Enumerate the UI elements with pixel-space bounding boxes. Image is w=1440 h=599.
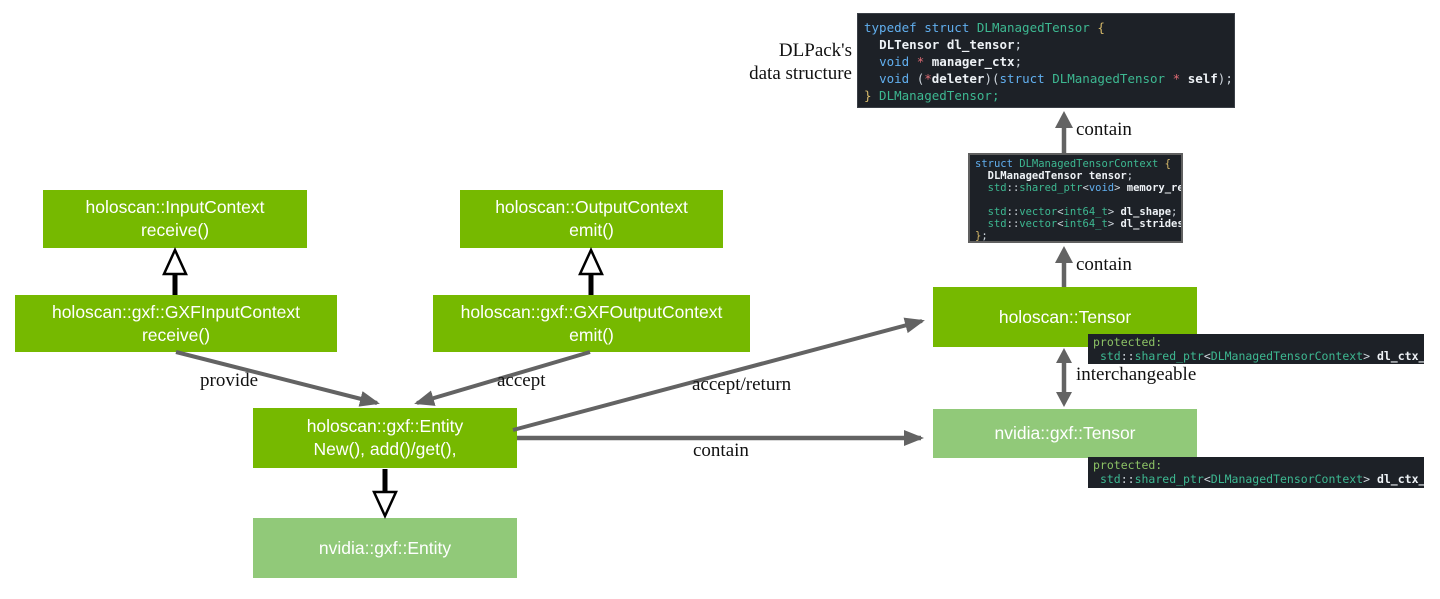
label-contain-top: contain: [1076, 119, 1132, 140]
box-gxf-input-context: holoscan::gxf::GXFInputContext receive(): [15, 295, 337, 352]
box-subtitle: receive(): [141, 324, 211, 345]
label-contain-mid: contain: [1076, 254, 1132, 275]
label-accept-return: accept/return: [692, 374, 792, 395]
box-title: holoscan::Tensor: [998, 306, 1132, 327]
arrow-interchangeable: [1056, 348, 1072, 407]
box-title: holoscan::gxf::Entity: [306, 416, 464, 436]
box-subtitle: receive(): [140, 220, 210, 240]
dlpack-caption-line2: data structure: [749, 63, 852, 84]
label-provide: provide: [200, 370, 259, 391]
arrow-accept: [414, 350, 591, 406]
code-dlmanagedtensorcontext: struct DLManagedTensorContext { DLManage…: [968, 153, 1183, 243]
box-title: nvidia::gxf::Tensor: [994, 423, 1136, 443]
box-title: holoscan::InputContext: [85, 197, 265, 217]
box-nvidia-tensor: nvidia::gxf::Tensor: [933, 409, 1197, 458]
code-nvidia-tensor-protected: protected: std::shared_ptr<DLManagedTens…: [1088, 457, 1424, 488]
label-interchangeable: interchangeable: [1076, 364, 1197, 385]
arrow-accept-return: [512, 317, 925, 432]
box-title: holoscan::gxf::GXFOutputContext: [460, 301, 723, 322]
arrow-entity-to-nvidia-entity: [372, 469, 398, 520]
arrow-contain-context-to-dlpack: [1055, 111, 1073, 153]
label-accept: accept: [497, 370, 546, 391]
box-subtitle: emit(): [569, 324, 614, 345]
box-title: holoscan::gxf::GXFInputContext: [51, 301, 301, 322]
arrow-contain-tensor-to-context: [1055, 246, 1073, 287]
box-gxf-entity: holoscan::gxf::Entity New(), add()/get()…: [253, 408, 517, 468]
box-nvidia-entity: nvidia::gxf::Entity: [253, 518, 517, 578]
box-output-context: holoscan::OutputContext emit(): [460, 190, 723, 248]
box-input-context: holoscan::InputContext receive(): [43, 190, 307, 248]
box-title: nvidia::gxf::Entity: [318, 537, 452, 558]
code-dlpack-struct: typedef struct DLManagedTensor { DLTenso…: [857, 13, 1235, 108]
arrow-inherit-gxfinput-to-input: [162, 246, 188, 295]
code-holoscan-tensor-protected: protected: std::shared_ptr<DLManagedTens…: [1088, 334, 1424, 364]
label-contain-entity: contain: [693, 440, 749, 461]
dlpack-caption-line1: DLPack's: [778, 40, 852, 61]
dlpack-caption: DLPack's data structure: [650, 39, 852, 85]
box-subtitle: emit(): [569, 220, 614, 240]
box-gxf-output-context: holoscan::gxf::GXFOutputContext emit(): [433, 295, 750, 352]
box-title: holoscan::OutputContext: [495, 197, 688, 217]
box-subtitle: New(), add()/get(),: [313, 439, 457, 459]
arrow-inherit-gxfoutput-to-output: [578, 246, 604, 295]
arrow-provide: [175, 350, 380, 407]
